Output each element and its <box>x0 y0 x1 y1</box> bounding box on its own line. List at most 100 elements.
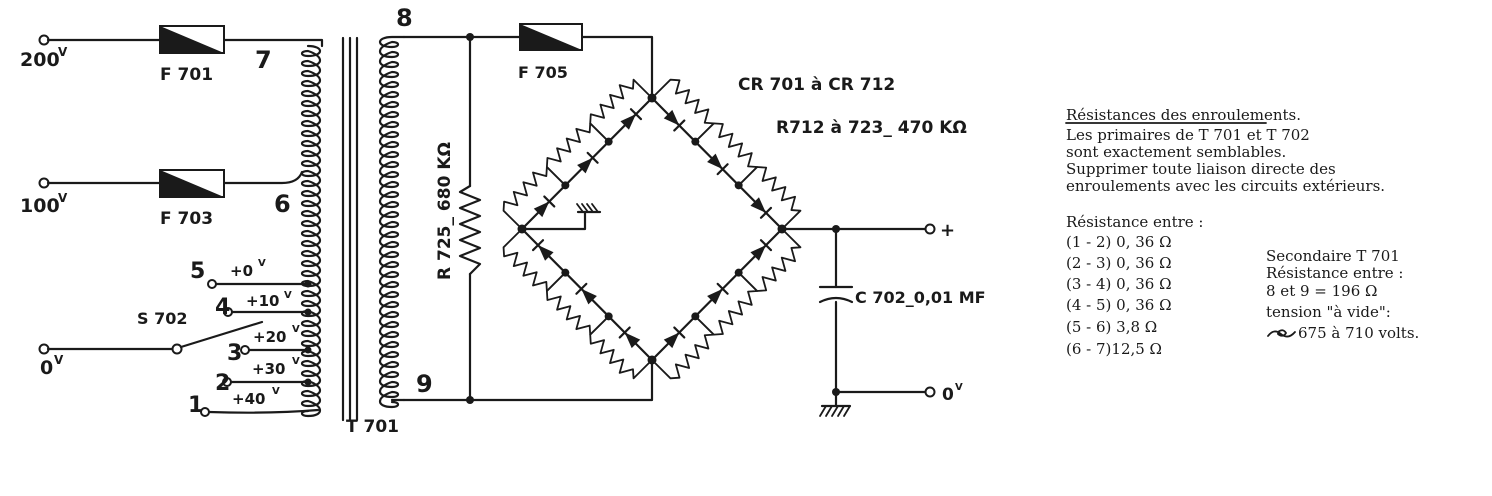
tap-2: 2 <box>215 371 230 396</box>
diode-bar <box>575 282 588 295</box>
diode <box>707 153 723 170</box>
diode <box>707 288 723 305</box>
bridge-resistor <box>737 166 802 230</box>
diode <box>581 288 597 305</box>
transformer-core <box>341 36 359 422</box>
bridge-node <box>647 93 657 103</box>
label-f701: F 701 <box>160 65 213 85</box>
label-200v: 200 <box>20 49 60 71</box>
tap-1-volt: +40 <box>232 390 265 408</box>
notes-line-1: Les primaires de T 701 et T 702 <box>1066 126 1310 144</box>
resistance-row: (5 - 6) 3,8 Ω <box>1066 318 1157 336</box>
volt-mark-200: V <box>58 45 68 59</box>
diode <box>533 201 550 218</box>
bridge-resistor <box>502 166 567 230</box>
diode-bar <box>629 108 643 121</box>
junction-dot <box>691 137 700 146</box>
label-cr701-712: CR 701 à CR 712 <box>738 75 895 95</box>
junction-dot <box>561 268 570 277</box>
tap-3-volt: +20 <box>253 328 286 346</box>
volt-mark-out: V <box>955 382 963 393</box>
diode-bar <box>531 239 545 252</box>
bridge-node <box>647 355 657 365</box>
label-r725: R 725_ 680 KΩ <box>435 142 455 280</box>
tap-3: 3 <box>227 341 242 366</box>
tap-8: 8 <box>396 4 413 32</box>
bridge-resistor <box>589 315 653 380</box>
bridge-resistor <box>545 271 610 336</box>
tap-5-volt: +0 <box>230 262 253 280</box>
resistance-row: (2 - 3) 0, 36 Ω <box>1066 254 1172 272</box>
label-plus-out: + <box>940 220 955 241</box>
output-wires <box>780 223 936 408</box>
diode-bar <box>543 195 556 208</box>
resistor-r725 <box>458 184 482 276</box>
secondary-winding <box>378 35 406 409</box>
junction-dot <box>734 268 743 277</box>
notes-line-4: enroulements avec les circuits extérieur… <box>1066 177 1385 195</box>
resistance-heading: Résistance entre : <box>1066 213 1203 231</box>
resistance-row: (1 - 2) 0, 36 Ω <box>1066 233 1172 251</box>
diode-bar <box>759 239 773 252</box>
bridge-resistor <box>651 78 715 143</box>
junction-dot <box>734 181 743 190</box>
switch-s702[interactable] <box>38 320 264 355</box>
notes-line-3: Supprimer toute liaison directe des <box>1066 160 1336 178</box>
bridge-resistor <box>545 122 610 187</box>
input-200v-line <box>38 34 324 48</box>
arm-top-right <box>650 78 802 231</box>
diode-bar <box>586 151 599 164</box>
diode-bar <box>673 119 686 132</box>
arm-bottom-right <box>650 227 802 380</box>
volt-mark-0-in: V <box>54 353 64 367</box>
volt-mark-3: V <box>292 324 300 335</box>
arm-left-bottom <box>502 227 654 380</box>
label-0v-out: 0 <box>942 385 954 405</box>
diode <box>620 114 636 130</box>
bridge-resistor <box>694 271 759 336</box>
notes-line-2: sont exactement semblables. <box>1066 143 1286 161</box>
secondary-line-4: tension "à vide": <box>1266 303 1391 321</box>
junction-dot <box>604 312 613 321</box>
label-f705: F 705 <box>518 63 568 82</box>
fuse-f705 <box>519 23 583 51</box>
volt-mark-5: V <box>258 258 266 269</box>
tap-4-volt: +10 <box>246 292 279 310</box>
diode-bar <box>716 282 729 295</box>
secondary-line-2: Résistance entre : <box>1266 264 1403 282</box>
arm-left-top <box>502 78 654 231</box>
tap-2-volt: +30 <box>252 360 285 378</box>
bridge-ground <box>520 203 602 231</box>
diode-bridge <box>502 78 802 380</box>
secondary-wires <box>402 33 654 404</box>
volt-mark-1: V <box>272 386 280 397</box>
diode-bar <box>759 206 773 219</box>
secondary-line-5: 675 à 710 volts. <box>1298 324 1419 342</box>
secondary-line-3: 8 et 9 = 196 Ω <box>1266 282 1377 300</box>
volt-mark-4: V <box>284 290 292 301</box>
label-s702: S 702 <box>137 309 188 328</box>
diode-bar <box>716 163 729 176</box>
bridge-resistor <box>694 122 759 187</box>
resistance-row: (4 - 5) 0, 36 Ω <box>1066 296 1172 314</box>
primary-winding <box>300 44 322 418</box>
label-100v: 100 <box>20 195 60 217</box>
bridge-resistor <box>589 78 653 143</box>
tap-6: 6 <box>274 190 291 218</box>
secondary-line-1: Secondaire T 701 <box>1266 247 1400 265</box>
volt-mark-100: V <box>58 191 68 205</box>
label-0v-in: 0 <box>40 357 53 379</box>
diode <box>663 332 680 349</box>
capacitor-c702 <box>818 285 854 304</box>
diode <box>750 245 766 261</box>
junction-dot <box>561 181 570 190</box>
resistance-row: (6 - 7)12,5 Ω <box>1066 340 1162 358</box>
fuse-f701 <box>159 25 225 54</box>
fuse-f703 <box>159 169 225 198</box>
volt-mark-2: V <box>292 356 300 367</box>
bridge-resistor <box>502 228 567 292</box>
tap-4: 4 <box>215 295 230 320</box>
diode-bar <box>618 326 631 339</box>
